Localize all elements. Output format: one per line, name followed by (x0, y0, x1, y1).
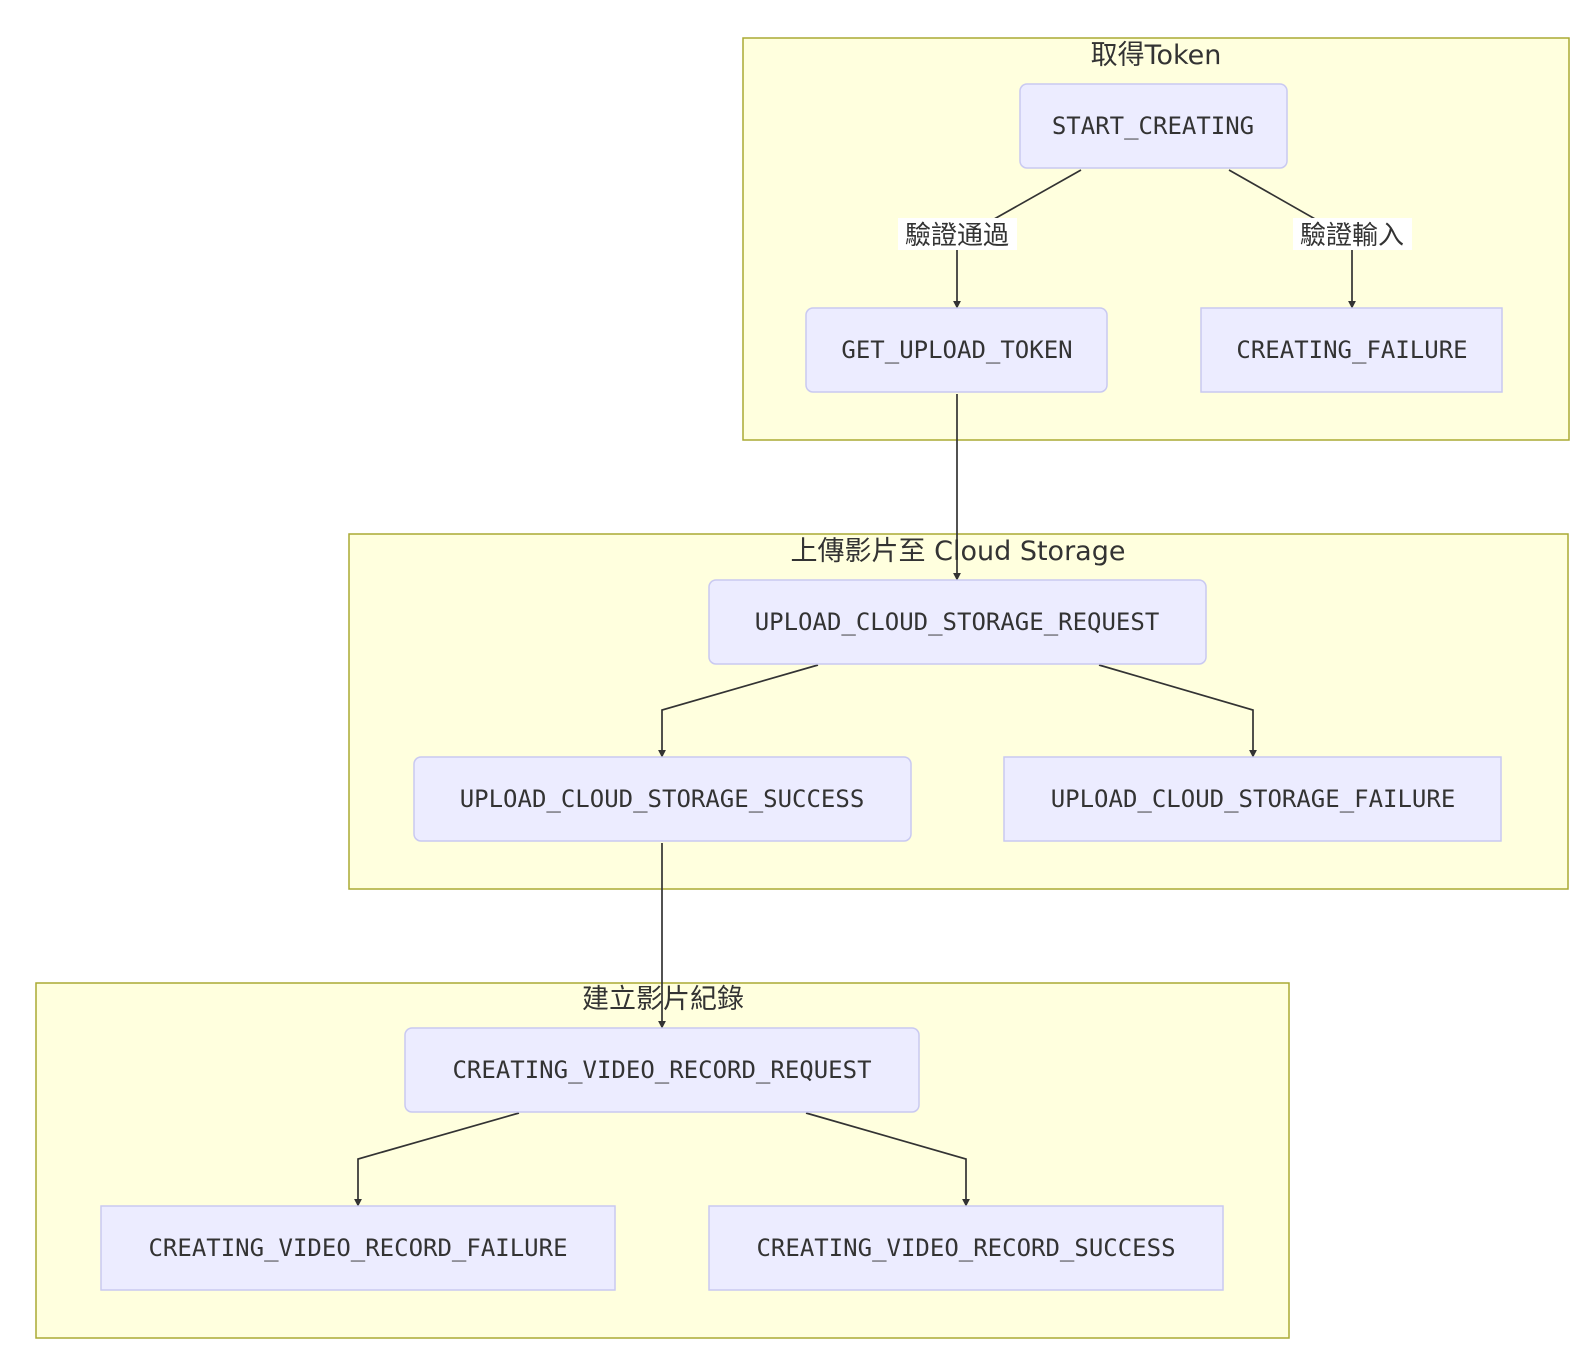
node-start-creating: START_CREATING (1019, 83, 1288, 169)
edges (354, 169, 1356, 1207)
edge-label-validation-input-bg (1293, 218, 1412, 250)
node-upload-request-label: UPLOAD_CLOUD_STORAGE_REQUEST (755, 608, 1160, 636)
cluster-get-token-title: 取得Token (1091, 40, 1222, 71)
node-creating-failure-label: CREATING_FAILURE (1236, 336, 1467, 364)
edge-label-validation-input-text: 驗證輸入 (1300, 221, 1404, 251)
node-creating-failure: CREATING_FAILURE (1200, 307, 1503, 393)
node-upload-success: UPLOAD_CLOUD_STORAGE_SUCCESS (413, 756, 912, 842)
node-record-failure: CREATING_VIDEO_RECORD_FAILURE (100, 1205, 616, 1291)
edge-label-validation-passed-bg (898, 218, 1017, 250)
node-record-request: CREATING_VIDEO_RECORD_REQUEST (404, 1027, 920, 1113)
node-get-upload-token: GET_UPLOAD_TOKEN (805, 307, 1108, 393)
cluster-record-title: 建立影片紀錄 (582, 984, 744, 1015)
node-creating-failure-box (1200, 307, 1503, 393)
node-start-creating-box (1019, 83, 1288, 169)
node-upload-failure-box (1003, 756, 1502, 842)
edge-upload-request-to-failure (1098, 664, 1257, 758)
node-get-upload-token-label: GET_UPLOAD_TOKEN (841, 336, 1072, 364)
node-get-upload-token-box (805, 307, 1108, 393)
node-upload-failure: UPLOAD_CLOUD_STORAGE_FAILURE (1003, 756, 1502, 842)
node-record-failure-label: CREATING_VIDEO_RECORD_FAILURE (148, 1234, 567, 1262)
edge-record-request-to-success (805, 1112, 970, 1207)
edge-upload-request-to-success (658, 664, 819, 758)
node-record-failure-box (100, 1205, 616, 1291)
node-upload-success-label: UPLOAD_CLOUD_STORAGE_SUCCESS (460, 785, 865, 813)
node-record-request-label: CREATING_VIDEO_RECORD_REQUEST (452, 1056, 871, 1084)
node-record-request-box (404, 1027, 920, 1113)
node-upload-request-box (708, 579, 1207, 665)
node-upload-request: UPLOAD_CLOUD_STORAGE_REQUEST (708, 579, 1207, 665)
edge-record-request-to-failure (354, 1112, 520, 1207)
edge-label-validation-passed-text: 驗證通過 (905, 221, 1009, 251)
node-upload-success-box (413, 756, 912, 842)
edge-label-validation-passed: 驗證通過 (898, 218, 1017, 251)
node-record-success-label: CREATING_VIDEO_RECORD_SUCCESS (756, 1234, 1175, 1262)
node-start-creating-label: START_CREATING (1052, 112, 1254, 140)
node-record-success-box (708, 1205, 1224, 1291)
node-record-success: CREATING_VIDEO_RECORD_SUCCESS (708, 1205, 1224, 1291)
cluster-upload-title: 上傳影片至 Cloud Storage (791, 536, 1126, 567)
node-upload-failure-label: UPLOAD_CLOUD_STORAGE_FAILURE (1051, 785, 1456, 813)
edge-label-validation-input: 驗證輸入 (1293, 218, 1412, 251)
